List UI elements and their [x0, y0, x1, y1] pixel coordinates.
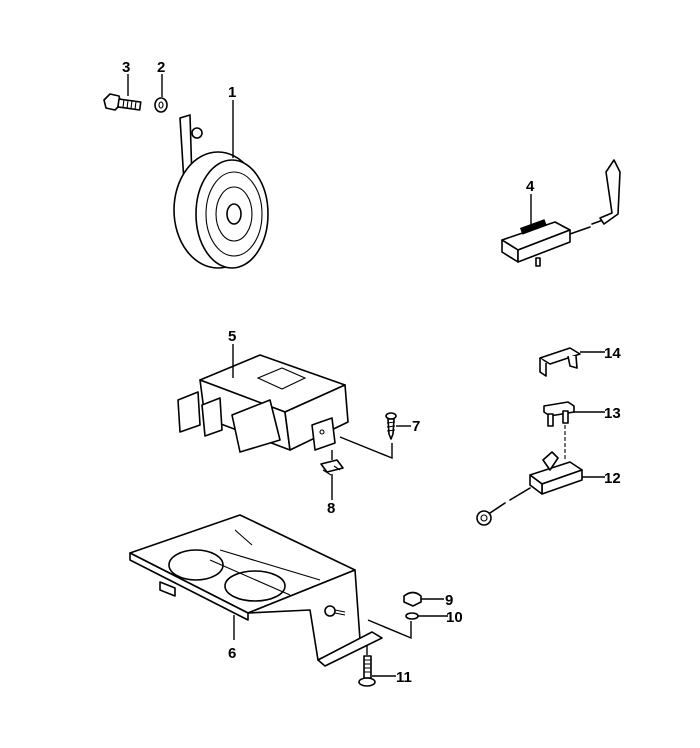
part-2-washer[interactable]: 2	[154, 59, 168, 113]
part-1-horn[interactable]: 1	[173, 84, 269, 269]
part-13-plug[interactable]: 13	[543, 401, 621, 460]
part-label-9: 9	[445, 592, 453, 609]
part-7-screw[interactable]: 7	[339, 412, 420, 460]
part-label-1: 1	[228, 84, 236, 101]
part-4-sensor[interactable]: 4	[501, 159, 621, 267]
part-8-clip-nut[interactable]: 8	[320, 450, 344, 517]
part-10-washer[interactable]: 10	[367, 609, 463, 640]
part-5-control-unit[interactable]: 5	[177, 328, 349, 453]
part-label-14: 14	[604, 345, 621, 362]
part-label-10: 10	[446, 609, 463, 626]
part-12-switch[interactable]: 12	[476, 451, 621, 526]
part-label-12: 12	[604, 470, 621, 487]
part-label-6: 6	[228, 645, 236, 662]
part-9-nut[interactable]: 9	[403, 591, 453, 609]
part-label-4: 4	[526, 178, 535, 195]
part-label-7: 7	[412, 418, 420, 435]
part-label-5: 5	[228, 328, 236, 345]
part-6-bracket[interactable]: 6	[129, 514, 383, 667]
part-14-clip[interactable]: 14	[539, 345, 621, 377]
part-11-bolt[interactable]: 11	[358, 645, 412, 687]
part-3-bolt[interactable]: 3	[103, 59, 142, 111]
part-label-11: 11	[396, 669, 412, 686]
part-label-8: 8	[327, 500, 335, 517]
part-label-2: 2	[157, 59, 165, 76]
part-label-13: 13	[604, 405, 621, 422]
part-label-3: 3	[122, 59, 130, 76]
